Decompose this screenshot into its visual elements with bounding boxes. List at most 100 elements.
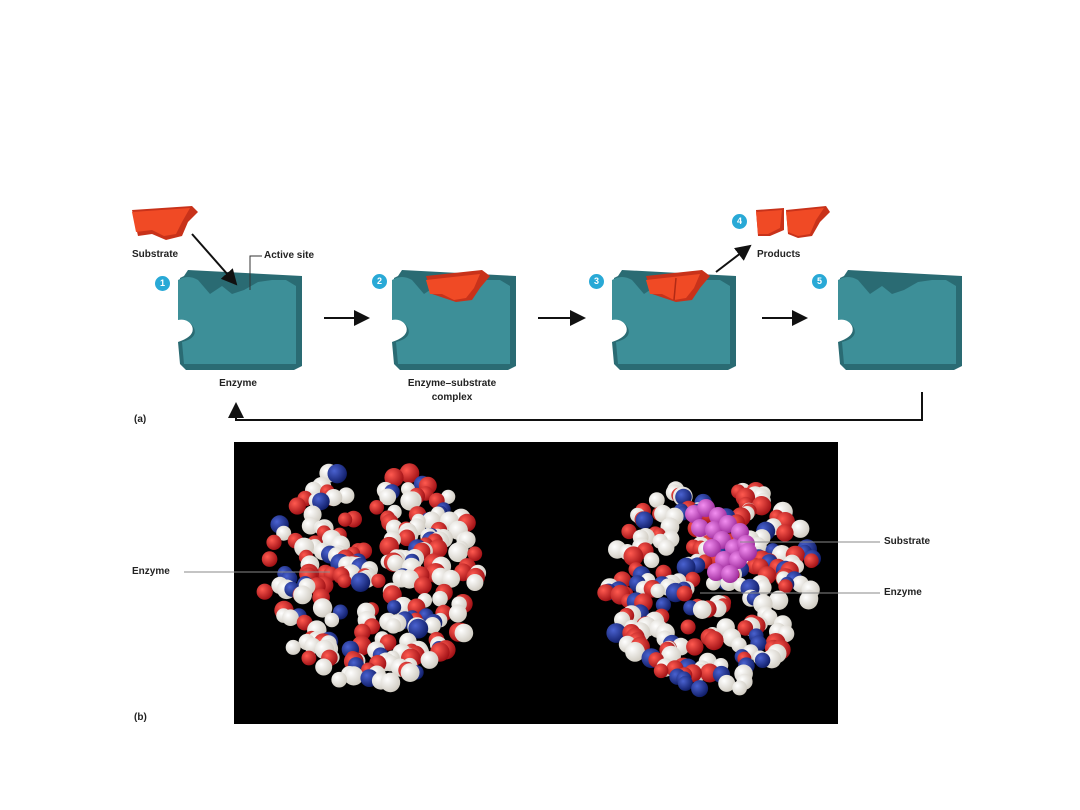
atom-sphere [466,574,484,591]
atom-sphere [331,671,348,688]
atom-sphere [312,598,333,618]
atom-sphere [737,620,754,636]
atom-sphere [432,590,448,607]
panel-b-enzyme-label-right: Enzyme [884,587,922,598]
enzyme-space-filling-model-bound [597,481,822,698]
atom-sphere [677,675,693,691]
atom-sphere [731,637,747,653]
step-badge-1: 1 [155,276,170,291]
atom-sphere [350,572,371,592]
substrate-label: Substrate [132,249,179,260]
atom-sphere [751,496,772,516]
product-right [786,206,830,238]
atom-sphere [408,618,429,639]
products-release-arrow [715,244,752,273]
atom-sphere [301,650,317,666]
atom-sphere [648,492,665,508]
atom-sphere [288,497,306,515]
substrate-atom-sphere [707,563,725,581]
product-left [756,208,784,236]
panel-b-enzyme-label-left: Enzyme [132,566,170,577]
atom-sphere [680,619,696,635]
atom-sphere [400,663,420,682]
atom-sphere [312,492,330,511]
enzyme-space-filling-model-free [256,463,487,693]
atom-sphere [282,609,299,626]
enzyme-shape-5 [838,270,962,370]
atom-sphere [625,641,645,662]
atom-sphere [371,573,386,588]
atom-sphere [768,590,789,610]
atom-sphere [380,672,401,693]
substrate-atom-sphere [721,565,739,583]
atom-sphere [732,680,747,696]
active-site-label: Active site [264,250,315,261]
atom-sphere [621,523,637,540]
atom-sphere [691,680,709,698]
atom-sphere [293,585,312,605]
atom-sphere [414,576,432,595]
complex-label-line1: Enzyme–substrate [407,378,497,389]
atom-sphere [643,552,660,568]
atom-sphere [385,618,402,634]
atom-sphere [399,463,420,484]
atom-sphere [448,542,468,563]
enzyme-shape-1 [178,270,302,370]
atom-sphere [597,584,615,602]
substrate-to-enzyme-arrow [191,233,238,286]
return-loop-arrow [228,392,923,421]
atom-sphere [324,612,340,628]
atom-sphere [261,551,278,567]
substrate-bound-3 [646,270,710,302]
atom-sphere [448,604,467,623]
atom-sphere [424,617,441,634]
enzyme-label: Enzyme [219,378,257,389]
complex-label-line2: complex [431,392,473,403]
active-site-pointer [249,255,262,290]
atom-sphere [676,557,696,577]
step-badge-4: 4 [732,214,747,229]
atom-sphere [655,597,672,613]
substrate-free [132,206,198,240]
panel-b-label: (b) [134,712,147,723]
atom-sphere [635,511,654,530]
atom-sphere [285,639,301,655]
atom-sphere [337,574,352,588]
atom-sphere [442,569,460,588]
substrate-atom-sphere [691,519,709,537]
atom-sphere [400,491,420,511]
products-label: Products [757,249,801,260]
atom-sphere [754,652,771,668]
panel-a-label: (a) [134,414,147,425]
enzyme-shape-3 [612,270,736,370]
substrate-atom-sphere [739,543,757,561]
step-badge-3: 3 [589,274,604,289]
atom-sphere [799,590,818,610]
panel-b-substrate-label: Substrate [884,536,931,547]
atom-sphere [266,534,282,551]
atom-sphere [704,630,724,651]
atom-sphere [454,623,474,643]
atom-sphere [653,663,669,679]
substrate-atom-sphere [703,539,721,557]
atom-sphere [256,583,273,600]
atom-sphere [692,600,712,619]
step-badge-2: 2 [372,274,387,289]
substrate-bound-2 [426,270,490,302]
atom-sphere [718,674,736,692]
atom-sphere [379,488,397,506]
atom-sphere [276,525,292,541]
atom-sphere [315,658,333,676]
atom-sphere [384,468,404,488]
atom-sphere [387,600,402,615]
substrate-space-filling-model [685,499,757,583]
atom-sphere [804,553,819,568]
atom-sphere [791,519,810,538]
atom-sphere [338,512,353,527]
atom-sphere [354,623,371,641]
atom-sphere [623,546,644,567]
atom-sphere [327,464,347,484]
atom-sphere [778,579,793,594]
